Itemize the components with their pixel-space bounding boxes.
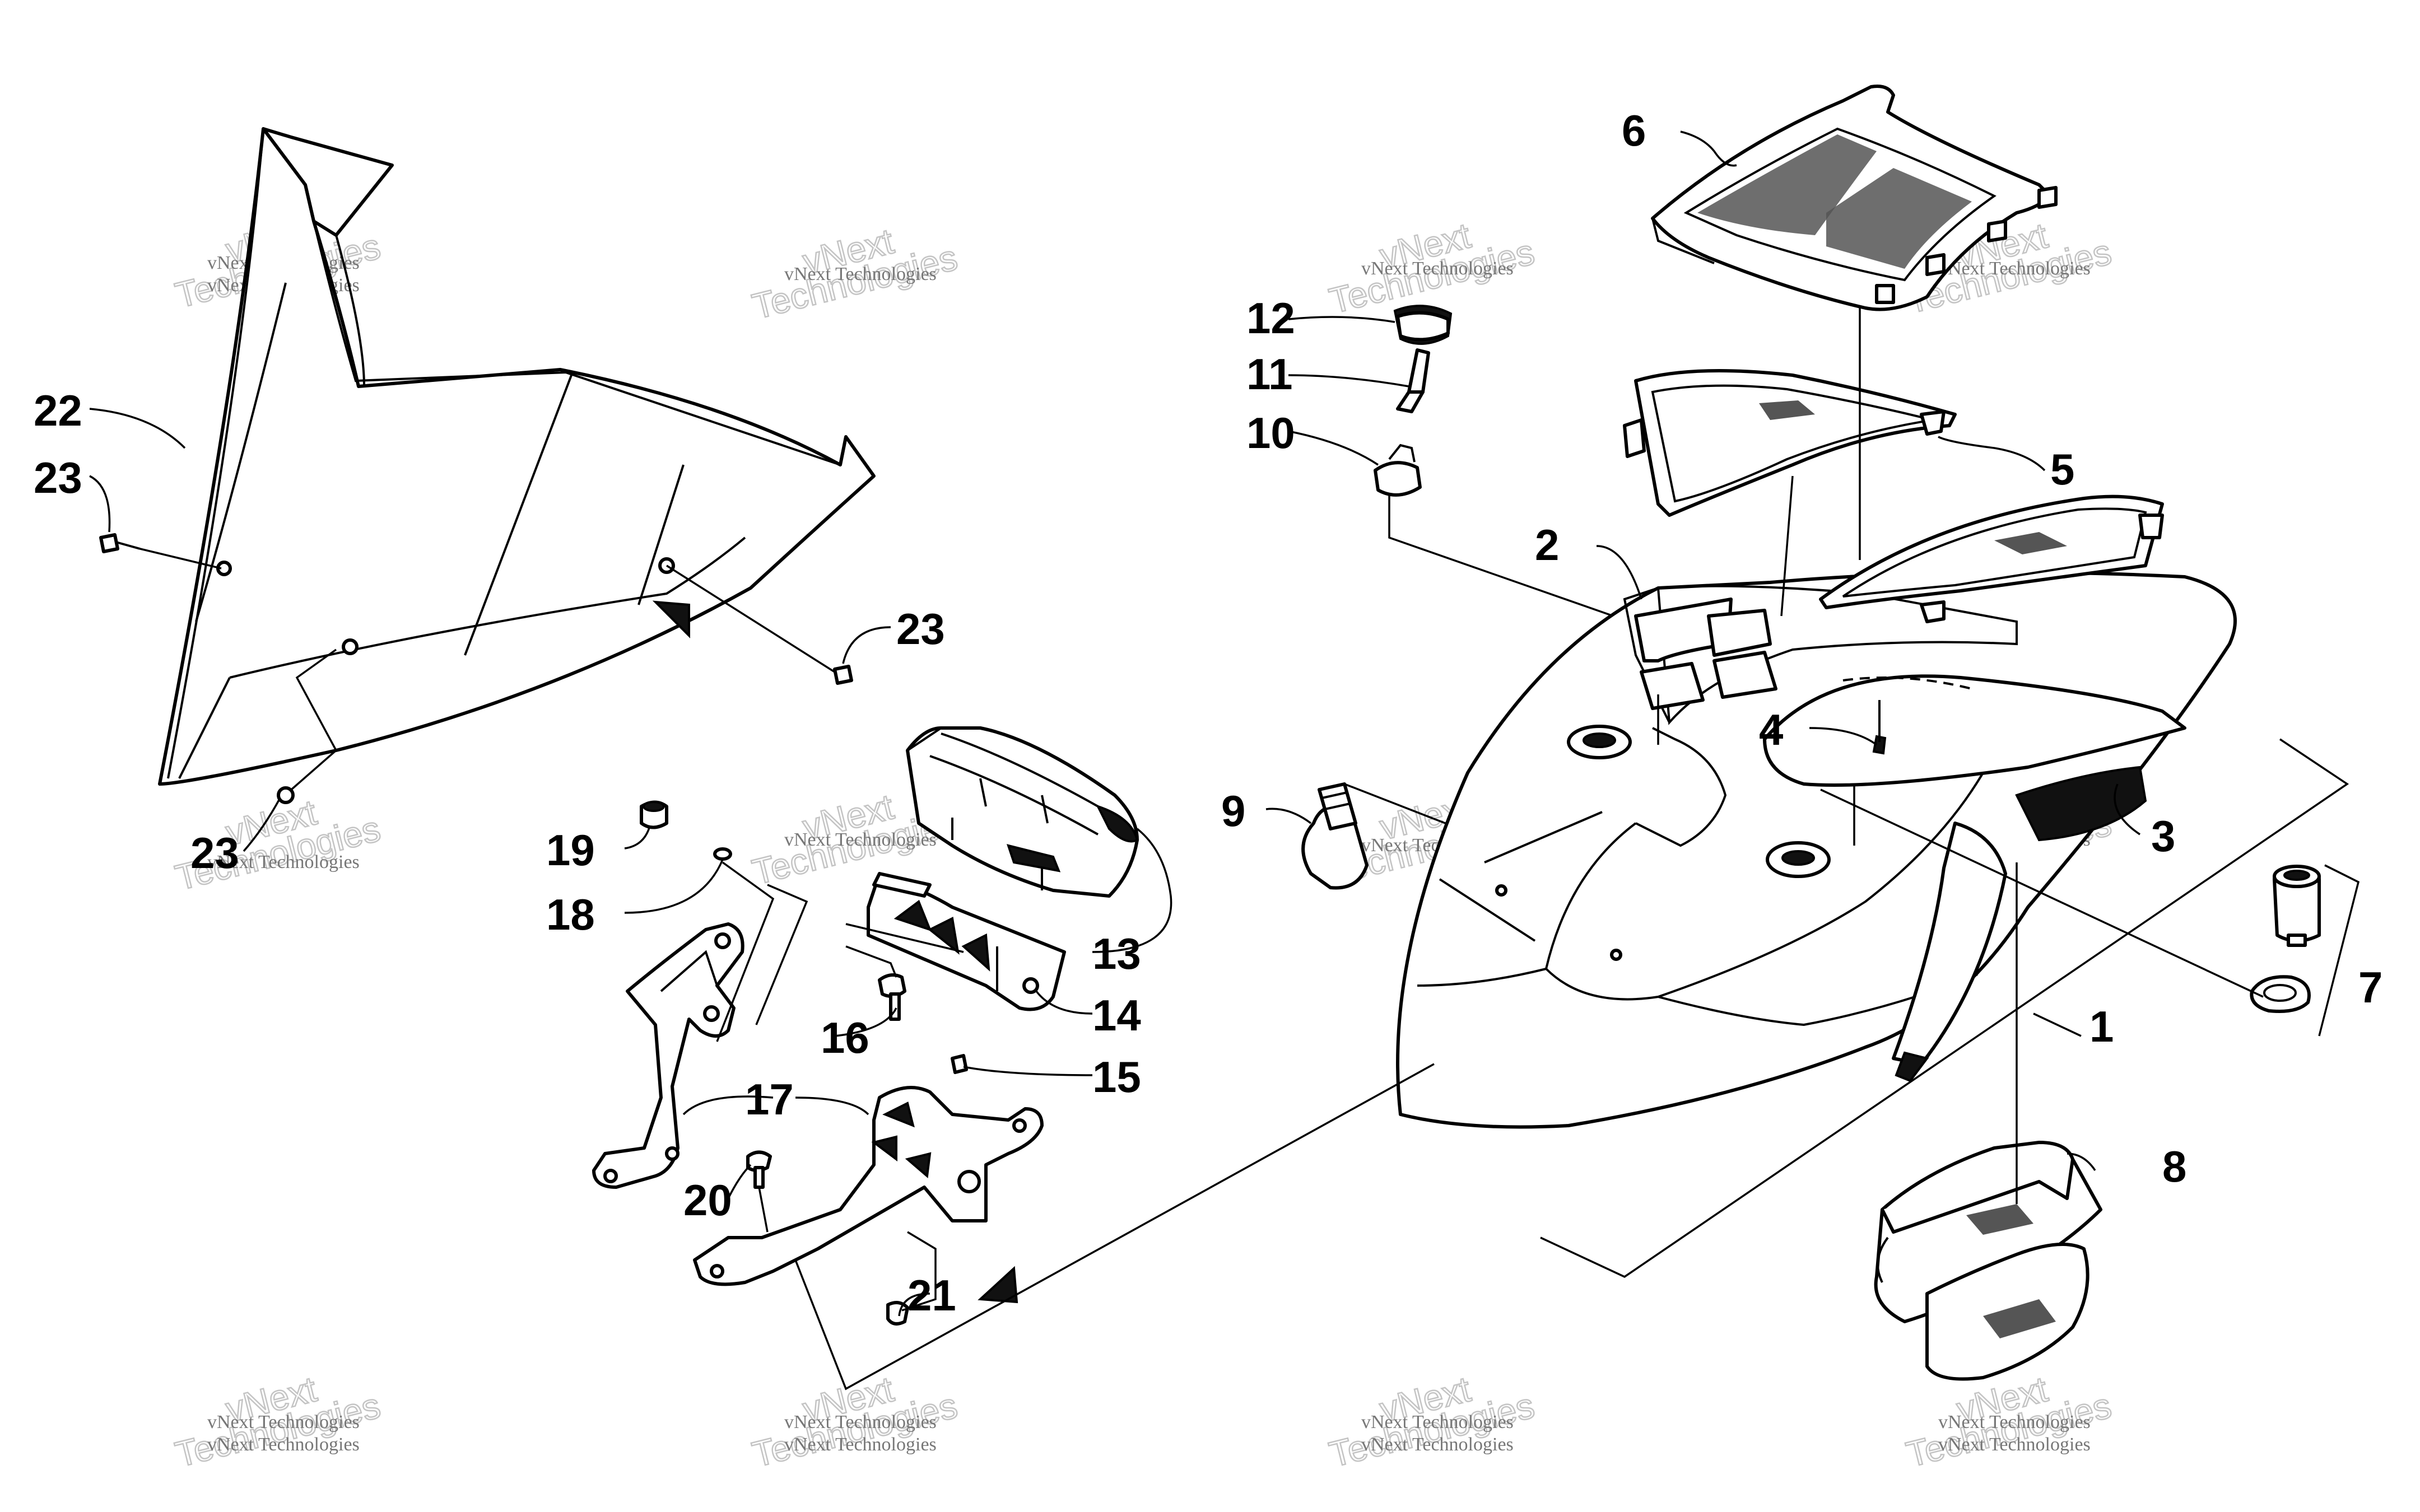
watermark-small: vNext Technologies [784,1434,937,1455]
watermark-small: vNext Technologies [1938,258,2091,279]
callout-13: 13 [1092,929,1141,978]
watermark-small: vNext Technologies [1361,1412,1514,1432]
callout-10: 10 [1246,408,1295,458]
assembly-lines [794,475,2349,1390]
watermark-small: vNext Technologies [1361,258,1514,279]
watermark-small: vNext Technologies [784,264,937,284]
callout-18: 18 [546,890,595,939]
callout-5: 5 [2050,445,2074,494]
watermark-small: vNext Technologies [784,1412,937,1432]
watermark: vNext Technologies vNext Technologies vN… [1325,1368,1539,1476]
watermark-small: vNext Technologies [207,852,360,872]
watermark-small: vNext Technologies [1361,1434,1514,1455]
power-outlet-part [2250,864,2360,1037]
callout-7: 7 [2358,963,2382,1012]
watermark-small: vNext Technologies [207,1412,360,1432]
callout-15: 15 [1092,1052,1141,1102]
callout-16: 16 [821,1013,869,1062]
gauge-bracket-part [867,872,1066,1011]
watermark: vNext Technologies vNext Technologies [748,220,962,328]
callout-3: 3 [2151,811,2175,861]
leader-lines [89,130,2140,1317]
callout-8: 8 [2162,1142,2186,1191]
watermark-small: vNext Technologies [1938,1412,2091,1432]
vent-panel-upper [1623,369,1957,517]
windshield-part [158,127,876,786]
callout-23: 23 [896,604,945,654]
fasteners-18-21 [640,800,937,1326]
callout-14: 14 [1092,991,1141,1040]
callout-labels: 1 2 3 4 5 6 7 8 9 10 11 12 13 14 15 16 1… [34,106,2382,1320]
watermark: vNext Technologies vNext Technologies vN… [1902,1368,2116,1476]
callout-11: 11 [1246,349,1292,399]
callout-21: 21 [908,1271,956,1320]
mount-bracket-right [693,1086,1044,1304]
callout-4: 4 [1759,705,1783,754]
windshield-screws [99,533,853,804]
vent-panel-lower [1819,494,2164,623]
watermark-small: vNext Technologies [1938,1434,2091,1455]
callout-2: 2 [1535,520,1559,570]
watermark: vNext Technologies vNext Technologies [1325,214,1539,322]
callout-19: 19 [546,825,595,875]
callout-12: 12 [1246,293,1295,343]
callout-17: 17 [745,1075,794,1124]
gauge-part [906,726,1139,898]
hood-part [1396,571,2237,1129]
callout-22: 22 [34,386,82,435]
callout-23: 23 [190,828,239,878]
console-tray-part [1651,85,2058,560]
callout-9: 9 [1221,786,1245,836]
mount-bracket-left [592,922,744,1189]
bottom-grille-part [1874,862,2102,1381]
callout-1: 1 [2089,1002,2114,1051]
callout-20: 20 [683,1175,732,1225]
ignition-parts [1374,305,1617,687]
watermark-small: vNext Technologies [207,1434,360,1455]
fasteners-14-16 [845,923,968,1074]
callout-6: 6 [1622,106,1646,155]
callout-23: 23 [34,453,82,502]
watermark: vNext Technologies vNext Technologies vN… [171,1368,385,1476]
watermark-small: vNext Technologies [784,829,937,850]
